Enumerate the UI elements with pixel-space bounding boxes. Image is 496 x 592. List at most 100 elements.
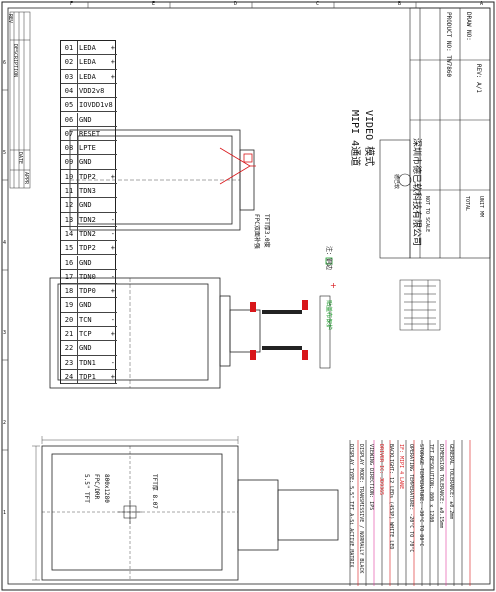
spec-line: DRIVER IC: JD9365 (378, 444, 384, 496)
pin-name: GND (79, 258, 92, 267)
grid-row-label: C (316, 1, 320, 7)
pin-number: 10 (61, 169, 78, 184)
rev-value: A/1 (475, 82, 482, 93)
draw-no-label: DRAW NO: (465, 12, 472, 41)
pin-polarity: + (110, 330, 115, 338)
fpc-sub: TFT厚3.0度 (263, 214, 270, 248)
top-view-red-marks (219, 147, 256, 185)
pin-number: 06 (61, 112, 78, 127)
pin-polarity: + (110, 44, 115, 52)
spec-line: GENERAL TOLERANCE: ±0.2mm (448, 444, 454, 520)
sheet-label: TOTAL (464, 196, 470, 212)
pin-name: IOVDD1v8 (79, 101, 113, 110)
pin-polarity: - (110, 229, 115, 238)
pin-polarity: - (110, 358, 115, 367)
pin-number: 24 (61, 369, 78, 384)
grid-col-label: 5 (3, 150, 7, 156)
pin-name: GND (79, 201, 92, 210)
pin-name: RESET (79, 129, 101, 138)
pin-name: LPTE (79, 144, 96, 153)
pin-name: LEDA (79, 72, 96, 81)
pin-name: VDD2v8 (79, 86, 105, 95)
scale-label: NOT TO SCALE (424, 196, 430, 233)
pin-name: GND (79, 344, 92, 353)
tp-label: TFT厚 (151, 474, 158, 491)
grid-col-label: 3 (3, 330, 7, 336)
spec-line: DIMENSION TOLERANCE: ±0.15mm (438, 444, 444, 529)
rev-header-desc: DESCRIPTION (12, 44, 18, 78)
spec-line: DISPLAY MODE: TRANSMISSIVE / NORMALLY BL… (358, 444, 364, 574)
grid-col-label: 4 (3, 240, 7, 246)
spec-line: VIEWING DIRECTION: IPS (368, 444, 374, 511)
inner-frame (7, 7, 491, 585)
grid-row-label: B (398, 1, 402, 7)
grid-col-label: 1 (3, 510, 7, 516)
interface-video: VIDEO 模式 (363, 110, 374, 167)
pin-polarity: + (110, 72, 115, 81)
display-outline-front (41, 445, 339, 581)
pin-number: 16 (61, 255, 78, 270)
dimension-lines-bottom (32, 436, 239, 581)
company-logo-text: 德已软 (393, 174, 399, 190)
pin-number: 05 (61, 98, 78, 113)
center-crosshair (118, 500, 142, 524)
pin-number: 11 (61, 184, 78, 198)
pin-name: TDN0 (79, 272, 96, 281)
rev-label: REV: (475, 64, 482, 79)
pin-number: 13 (61, 212, 78, 227)
spec-line: OPERATING TEMPERATURE: -20°C TO 70°C (408, 444, 414, 553)
spec-lines (349, 440, 471, 586)
revision-block (9, 11, 31, 189)
pin-polarity: + (110, 172, 115, 181)
spec-line: TFT RESOLUTION: 800 x 1280 (428, 444, 434, 523)
rev-header-date: DATE (17, 152, 23, 165)
pin-polarity: + (110, 244, 115, 253)
checkbox-icon (325, 257, 333, 265)
pin-number: 04 (61, 83, 78, 98)
note-copper: 注：铜边 (325, 246, 332, 271)
model-b: 800x1280 (103, 474, 110, 503)
pin-name: LEDA (79, 58, 96, 67)
side-view-fpc-pads (250, 295, 331, 369)
pin-name: TDP2 (79, 244, 96, 253)
pin-name: TDN2 (79, 229, 96, 238)
grid-row-label: D (234, 1, 238, 7)
pin-name: TDP1 (79, 372, 96, 381)
pin-number: 09 (61, 155, 78, 170)
pin-number: 03 (61, 69, 78, 84)
pin-number: 15 (61, 241, 78, 256)
company-logo-icon (398, 173, 412, 187)
pin-number: 01 (61, 41, 78, 55)
pin-name: TDN3 (79, 187, 96, 195)
spec-line: IF: MIPI 4 LANE (398, 444, 404, 490)
pin-number: 17 (61, 269, 78, 284)
pin-number: 19 (61, 298, 78, 313)
top-view (69, 129, 255, 231)
title-block (379, 7, 491, 259)
pin-name: LEDA (79, 44, 96, 52)
plus-mark-icon: + (330, 281, 337, 290)
pin-name: TDN2 (79, 215, 96, 224)
